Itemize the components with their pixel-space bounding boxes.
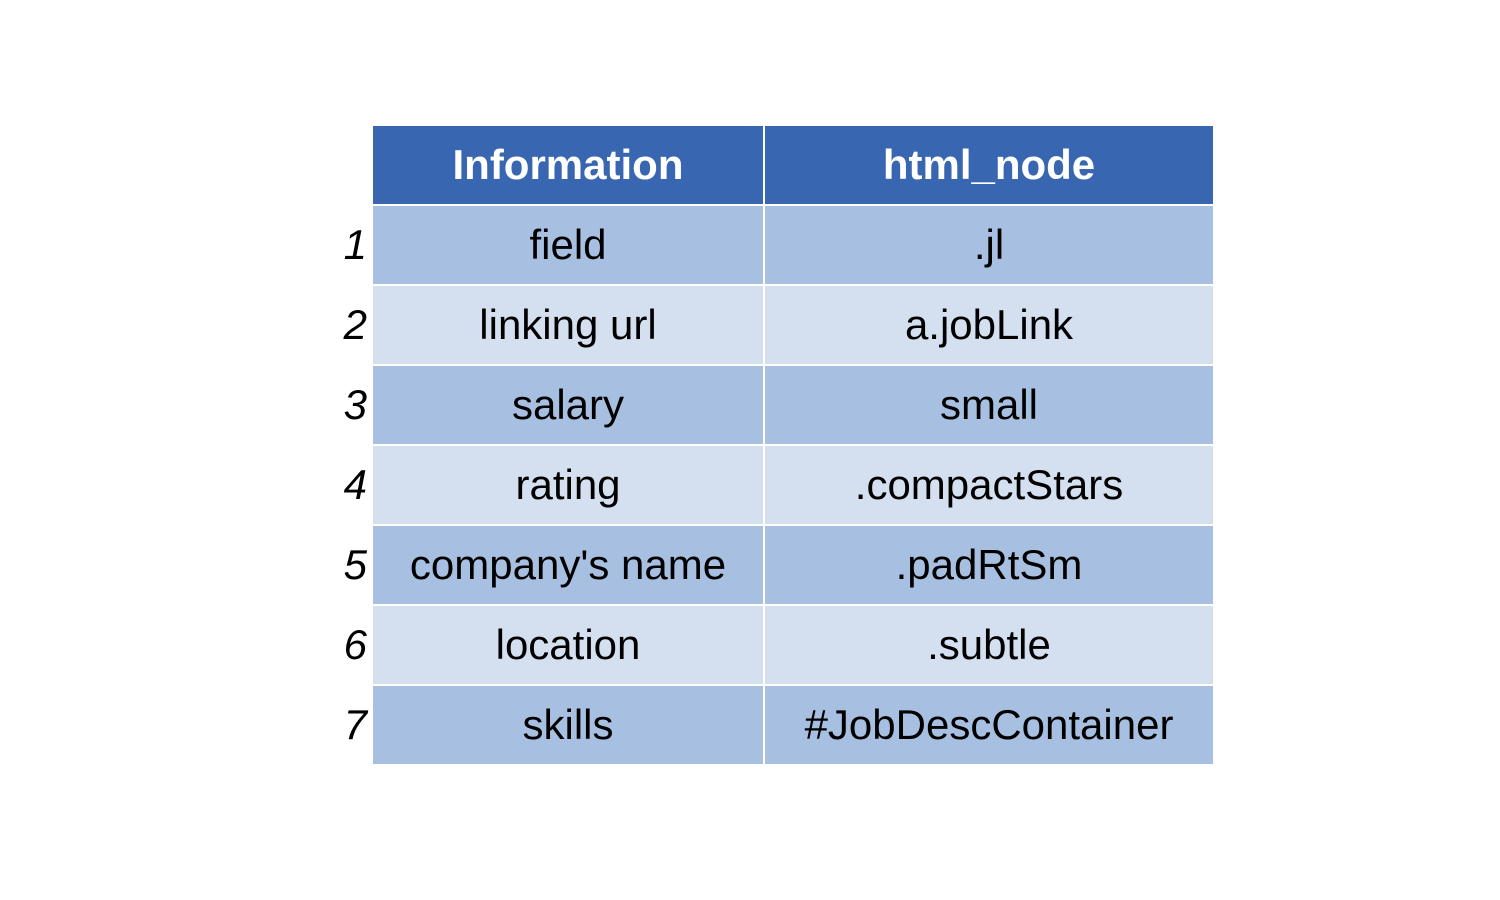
html-node-cell: .padRtSm — [763, 524, 1215, 606]
row-index: 6 — [330, 605, 372, 685]
table-header-row: Information html_node — [330, 124, 1215, 206]
table-row: 3 salary small — [330, 364, 1215, 446]
table-row: 5 company's name .padRtSm — [330, 524, 1215, 606]
information-cell: salary — [371, 364, 765, 446]
data-table-container: Information html_node 1 field .jl 2 link… — [330, 124, 1215, 766]
row-index: 3 — [330, 365, 372, 445]
html-node-cell: .subtle — [763, 604, 1215, 686]
information-cell: linking url — [371, 284, 765, 366]
table-row: 4 rating .compactStars — [330, 444, 1215, 526]
information-cell: rating — [371, 444, 765, 526]
html-node-cell: a.jobLink — [763, 284, 1215, 366]
table-row: 2 linking url a.jobLink — [330, 284, 1215, 366]
html-node-cell: .jl — [763, 204, 1215, 286]
row-index: 5 — [330, 525, 372, 605]
table-row: 7 skills #JobDescContainer — [330, 684, 1215, 766]
row-index: 7 — [330, 685, 372, 765]
table-row: 1 field .jl — [330, 204, 1215, 286]
information-cell: field — [371, 204, 765, 286]
html-node-cell: .compactStars — [763, 444, 1215, 526]
column-header-information: Information — [371, 124, 765, 206]
information-cell: skills — [371, 684, 765, 766]
table-corner-cell — [330, 125, 372, 205]
column-header-html-node: html_node — [763, 124, 1215, 206]
row-index: 1 — [330, 205, 372, 285]
row-index: 4 — [330, 445, 372, 525]
html-node-cell: #JobDescContainer — [763, 684, 1215, 766]
table-row: 6 location .subtle — [330, 604, 1215, 686]
information-cell: company's name — [371, 524, 765, 606]
information-cell: location — [371, 604, 765, 686]
html-node-cell: small — [763, 364, 1215, 446]
row-index: 2 — [330, 285, 372, 365]
data-table: Information html_node 1 field .jl 2 link… — [330, 124, 1215, 766]
